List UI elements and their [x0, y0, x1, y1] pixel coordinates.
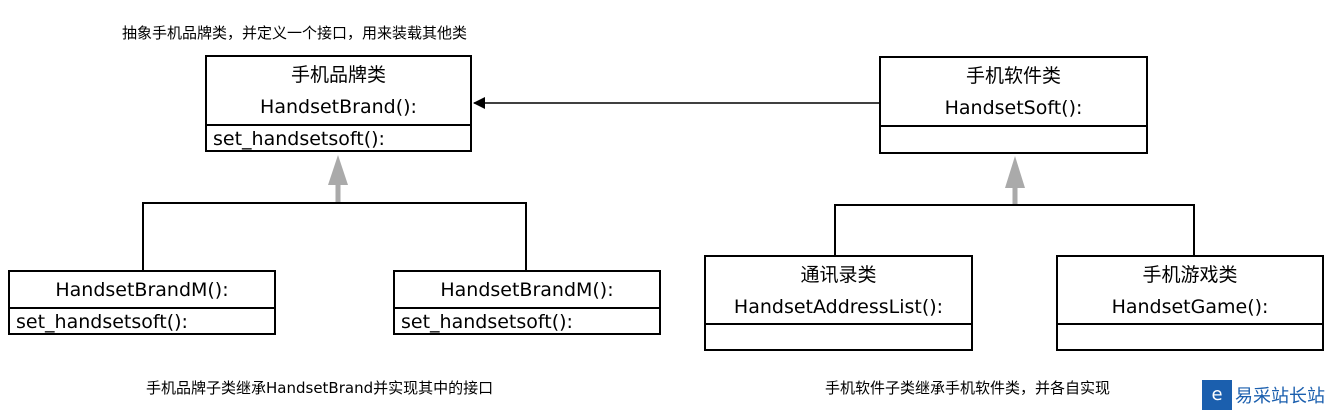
watermark-logo-icon: e: [1202, 380, 1232, 410]
class-handset-brand-m2: HandsetBrandM(): set_handsetsoft():: [393, 270, 661, 335]
class-title: 通讯录类: [800, 264, 877, 286]
class-header: 手机品牌类 HandsetBrand():: [207, 57, 470, 126]
class-constructor: HandsetGame():: [1111, 296, 1269, 318]
inheritance-arrow-left: [142, 155, 527, 270]
class-handset-brand-m1: HandsetBrandM(): set_handsetsoft():: [8, 270, 276, 335]
class-constructor: HandsetBrandM():: [395, 272, 659, 309]
watermark: e 易采站长站: [1202, 378, 1336, 412]
class-method: set_handsetsoft():: [213, 128, 385, 150]
class-constructor: HandsetAddressList():: [733, 296, 944, 318]
class-title: 手机游戏类: [1142, 264, 1238, 286]
class-method: set_handsetsoft():: [16, 311, 188, 333]
class-handset-address-list: 通讯录类 HandsetAddressList():: [704, 255, 973, 351]
class-constructor: HandsetBrand():: [260, 96, 417, 118]
class-header: 手机游戏类 HandsetGame():: [1058, 257, 1322, 325]
class-method: set_handsetsoft():: [401, 311, 573, 333]
class-header: 通讯录类 HandsetAddressList():: [706, 257, 971, 325]
class-constructor: HandsetBrandM():: [10, 272, 274, 309]
class-title: 手机品牌类: [290, 64, 386, 86]
class-handset-game: 手机游戏类 HandsetGame():: [1056, 255, 1324, 351]
caption-top: 抽象手机品牌类，并定义一个接口，用来装载其他类: [122, 24, 468, 42]
class-constructor: HandsetSoft():: [944, 97, 1083, 119]
caption-bottom-right: 手机软件子类继承手机软件类，并各自实现: [825, 379, 1111, 397]
class-header: 手机软件类 HandsetSoft():: [881, 58, 1146, 127]
watermark-text: 易采站长站: [1235, 386, 1325, 407]
class-handset-brand: 手机品牌类 HandsetBrand(): set_handsetsoft():: [205, 55, 472, 152]
caption-bottom-left: 手机品牌子类继承HandsetBrand并实现其中的接口: [146, 379, 494, 397]
class-handset-soft: 手机软件类 HandsetSoft():: [879, 56, 1148, 154]
inheritance-arrow-right: [834, 156, 1195, 255]
class-title: 手机软件类: [965, 65, 1061, 87]
